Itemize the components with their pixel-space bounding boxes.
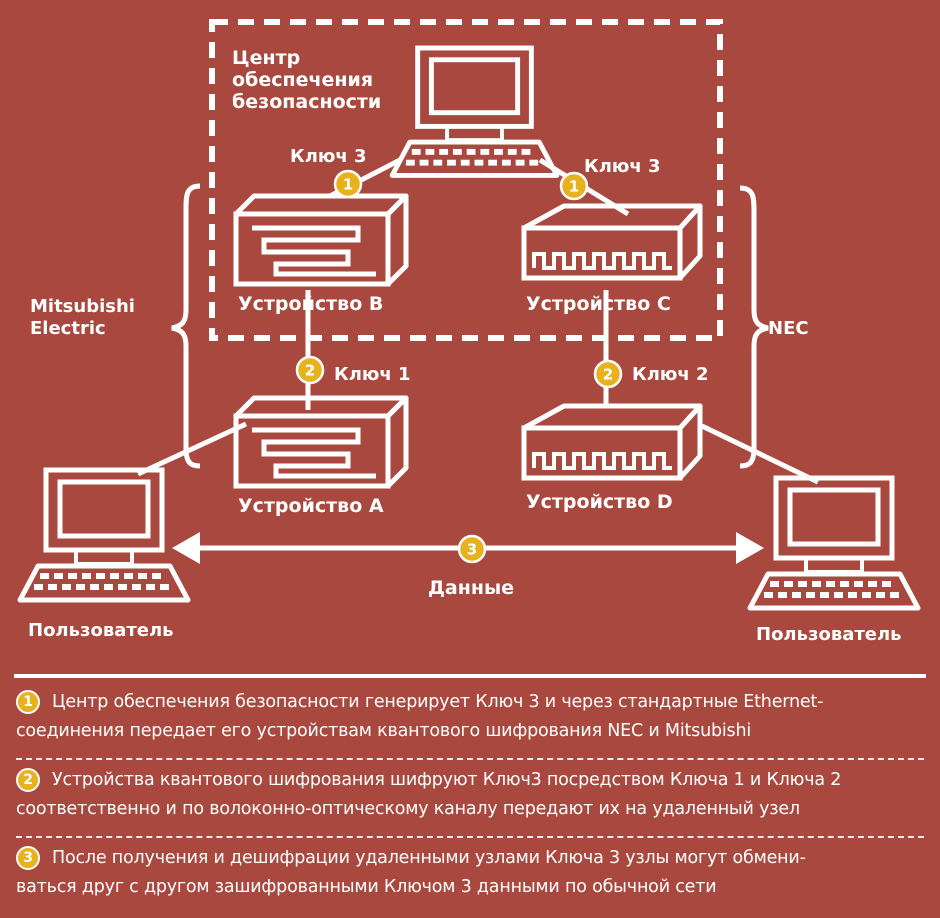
- note-2-line1: Устройства квантового шифрования шифруют…: [52, 770, 842, 790]
- user-right-label: Пользователь: [756, 624, 902, 645]
- device-c-label: Устройство C: [526, 293, 671, 315]
- security-center-label-line2: обеспечения: [232, 69, 373, 91]
- svg-text:3: 3: [467, 541, 477, 559]
- device-d-label: Устройство D: [526, 491, 673, 513]
- device-b-icon: [236, 196, 406, 284]
- user-right-computer-icon: [750, 478, 918, 608]
- device-c-icon: [524, 206, 700, 278]
- user-left-computer-icon: [20, 470, 188, 600]
- note-3-badge: 3: [16, 846, 40, 870]
- security-center-computer: [389, 45, 560, 178]
- badge-key3-right: 1: [559, 171, 589, 201]
- note-2-badge: 2: [16, 768, 40, 792]
- device-b-label: Устройство B: [238, 293, 383, 315]
- note-1-badge: 1: [16, 690, 40, 714]
- badge-data: 3: [457, 534, 487, 564]
- vendor-nec-label: NEC: [768, 318, 809, 339]
- legend-notes: 1 Центр обеспечения безопасности генериру…: [0, 660, 940, 918]
- security-center-boundary: [209, 19, 723, 341]
- badge-key3-left: 1: [333, 169, 363, 199]
- note-3: 3 После получения и дешифрации удаленными…: [16, 844, 930, 902]
- note-3-line1: После получения и дешифрации удаленными …: [52, 848, 806, 868]
- vendor-mitsubishi-line1: Mitsubishi: [30, 296, 135, 317]
- note-1-line2: соединения передает его устройствам кван…: [16, 721, 751, 741]
- data-label: Данные: [428, 577, 514, 599]
- mitsubishi-bracket: [171, 183, 201, 469]
- badge-key2: 2: [593, 359, 623, 389]
- vendor-mitsubishi-line2: Electric: [30, 318, 106, 339]
- security-center-label-line1: Центр: [232, 47, 300, 69]
- key2-label: Ключ 2: [632, 364, 709, 385]
- svg-text:2: 2: [305, 362, 315, 380]
- device-d-icon: [524, 406, 700, 478]
- note-1: 1 Центр обеспечения безопасности генериру…: [16, 688, 930, 746]
- note-2-line2: соответственно и по волоконно-оптическом…: [16, 799, 800, 819]
- note-3-line2: ваться друг с другом зашифрованными Ключ…: [16, 877, 717, 897]
- svg-text:2: 2: [603, 366, 613, 384]
- nec-bracket: [739, 185, 769, 469]
- device-a-label: Устройство A: [238, 495, 384, 517]
- note-separator-1: [16, 758, 924, 760]
- quantum-key-distribution-diagram: 1 1 2 2 3 Центр обеспечения безопасности…: [0, 19, 940, 645]
- key3-left-label: Ключ 3: [290, 146, 367, 167]
- note-separator-2: [16, 836, 924, 838]
- svg-text:1: 1: [569, 178, 579, 196]
- device-a-icon: [236, 398, 406, 486]
- user-left-label: Пользователь: [28, 620, 174, 641]
- svg-text:1: 1: [343, 176, 353, 194]
- note-1-line1: Центр обеспечения безопасности генерируе…: [52, 692, 824, 712]
- notes-top-rule: [14, 674, 926, 678]
- security-center-label-line3: безопасности: [232, 91, 381, 113]
- note-2: 2 Устройства квантового шифрования шифрую…: [16, 766, 930, 824]
- key1-label: Ключ 1: [334, 364, 411, 385]
- badge-key1: 2: [295, 355, 325, 385]
- key3-right-label: Ключ 3: [584, 156, 661, 177]
